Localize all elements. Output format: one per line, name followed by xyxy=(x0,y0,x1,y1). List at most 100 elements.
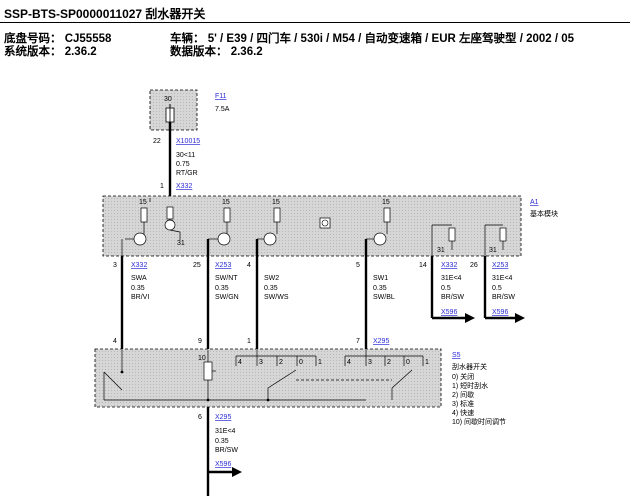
svg-text:SW/BL: SW/BL xyxy=(373,294,395,301)
module-name: 基本模块 xyxy=(530,209,558,218)
svg-text:10) 间歇时间调节: 10) 间歇时间调节 xyxy=(452,417,506,426)
bottom-dest-link[interactable]: X596 xyxy=(215,461,231,468)
svg-text:26: 26 xyxy=(470,262,478,269)
page-title: SSP-BTS-SP0000011027 刮水器开关 xyxy=(4,7,206,21)
svg-text:SWA: SWA xyxy=(131,275,147,282)
svg-text:3) 标准: 3) 标准 xyxy=(452,399,474,408)
svg-text:3: 3 xyxy=(259,359,263,366)
bottom-size: 0.35 xyxy=(215,438,229,445)
wire-sw-nt-connector-link[interactable]: X253 xyxy=(215,262,231,269)
svg-text:1: 1 xyxy=(425,359,429,366)
svg-text:4: 4 xyxy=(113,338,117,345)
data-version-value: 2.36.2 xyxy=(230,46,263,58)
fuse-id-link[interactable]: F11 xyxy=(215,93,227,100)
svg-text:15: 15 xyxy=(139,199,147,206)
svg-text:1: 1 xyxy=(318,359,322,366)
feed-size: 0.75 xyxy=(176,161,190,168)
svg-text:4: 4 xyxy=(347,359,351,366)
svg-text:0.35: 0.35 xyxy=(373,285,387,292)
svg-text:15: 15 xyxy=(272,199,280,206)
driver-stage-a: 15 xyxy=(121,199,148,258)
ground-14-dest-link[interactable]: X596 xyxy=(441,309,457,316)
module-id-link[interactable]: A1 xyxy=(530,199,539,206)
svg-text:25: 25 xyxy=(193,262,201,269)
svg-text:4) 快速: 4) 快速 xyxy=(452,408,474,417)
svg-text:1: 1 xyxy=(247,338,251,345)
svg-text:2: 2 xyxy=(279,359,283,366)
ground-14-arrow-icon xyxy=(465,313,475,323)
data-version: 数据版本： 2.36.2 xyxy=(170,43,263,59)
svg-text:14: 14 xyxy=(419,262,427,269)
s5-connector-link[interactable]: X295 xyxy=(373,338,389,345)
switch-name: 刮水器开关 xyxy=(452,362,487,371)
svg-text:4: 4 xyxy=(247,262,251,269)
svg-text:9: 9 xyxy=(198,338,202,345)
vehicle-label: 车辆： xyxy=(170,33,205,45)
svg-text:2: 2 xyxy=(387,359,391,366)
ground-26-dest-link[interactable]: X596 xyxy=(492,309,508,316)
switch-left-position-labels: 4 3 2 0 1 xyxy=(238,359,322,366)
system-version: 系统版本： 2.36.2 xyxy=(4,43,97,59)
feed-connector-link[interactable]: X10015 xyxy=(176,138,200,145)
svg-text:0.35: 0.35 xyxy=(264,285,278,292)
svg-text:31E<4: 31E<4 xyxy=(441,275,462,282)
module-input-connector-link[interactable]: X332 xyxy=(176,183,192,190)
vehicle-info: 车辆： 5' / E39 / 四门车 / 530i / M54 / 自动变速箱 … xyxy=(170,30,574,46)
svg-text:0: 0 xyxy=(299,359,303,366)
svg-text:0.5: 0.5 xyxy=(492,285,502,292)
svg-text:0) 关闭: 0) 关闭 xyxy=(452,372,474,381)
vehicle-value: 5' / E39 / 四门车 / 530i / M54 / 自动变速箱 / EU… xyxy=(207,33,575,45)
svg-text:2) 间歇: 2) 间歇 xyxy=(452,390,474,399)
svg-text:31: 31 xyxy=(489,247,497,254)
svg-text:1) 短时刮水: 1) 短时刮水 xyxy=(452,381,488,390)
chassis-label: 底盘号码： xyxy=(4,33,62,45)
header-divider xyxy=(0,22,630,23)
ground-26-connector-link[interactable]: X253 xyxy=(492,262,508,269)
fuse-terminal: 30 xyxy=(164,96,172,103)
chassis-number: 底盘号码： CJ55558 xyxy=(4,30,111,46)
svg-text:4: 4 xyxy=(238,359,242,366)
bottom-arrow-icon xyxy=(232,467,242,477)
svg-text:0: 0 xyxy=(406,359,410,366)
bottom-connector-link[interactable]: X295 xyxy=(215,414,231,421)
feed-pin: 22 xyxy=(153,138,161,145)
svg-text:7: 7 xyxy=(356,338,360,345)
ground-stage-14: 31 xyxy=(431,224,456,258)
driver-stage-d: 15 xyxy=(366,199,391,246)
svg-text:0.35: 0.35 xyxy=(131,285,145,292)
switch-position-legend: 0) 关闭 1) 短时刮水 2) 间歇 3) 标准 4) 快速 10) 间歇时间… xyxy=(452,372,506,426)
chassis-value: CJ55558 xyxy=(64,33,112,45)
bottom-circuit: 31E<4 xyxy=(215,428,236,435)
switch-right-position-labels: 4 3 2 0 1 xyxy=(347,359,429,366)
switch-id-link[interactable]: S5 xyxy=(452,352,461,359)
driver-stage-c: 15 xyxy=(257,199,281,246)
svg-text:31: 31 xyxy=(437,247,445,254)
svg-text:BR/VI: BR/VI xyxy=(131,294,149,301)
ground-14-connector-link[interactable]: X332 xyxy=(441,262,457,269)
svg-text:0.5: 0.5 xyxy=(441,285,451,292)
feed-color: RT/GR xyxy=(176,170,198,177)
module-input-pin: 1 xyxy=(160,183,164,190)
system-version-label: 系统版本： xyxy=(4,46,62,58)
switch-pot-pin: 10 xyxy=(198,355,206,362)
svg-text:5: 5 xyxy=(356,262,360,269)
svg-text:SW/WS: SW/WS xyxy=(264,294,289,301)
svg-text:SW/GN: SW/GN xyxy=(215,294,239,301)
bottom-pin: 6 xyxy=(198,414,202,421)
svg-text:SW2: SW2 xyxy=(264,275,279,282)
ground-stage-26: 31 xyxy=(484,224,507,258)
svg-text:SW/NT: SW/NT xyxy=(215,275,238,282)
svg-text:3: 3 xyxy=(368,359,372,366)
data-version-label: 数据版本： xyxy=(170,46,228,58)
microcontroller-symbol xyxy=(319,217,331,229)
svg-text:3: 3 xyxy=(113,262,117,269)
feed-circuit: 30<11 xyxy=(176,152,195,159)
svg-text:BR/SW: BR/SW xyxy=(441,294,464,301)
wire-swa-connector-link[interactable]: X332 xyxy=(131,262,147,269)
ground-26-arrow-icon xyxy=(515,313,525,323)
switch-contacts xyxy=(103,350,424,401)
svg-text:SW1: SW1 xyxy=(373,275,388,282)
bottom-color: BR/SW xyxy=(215,447,238,454)
document-header: SSP-BTS-SP0000011027 刮水器开关 底盘号码： CJ55558… xyxy=(0,0,630,58)
svg-text:15: 15 xyxy=(382,199,390,206)
